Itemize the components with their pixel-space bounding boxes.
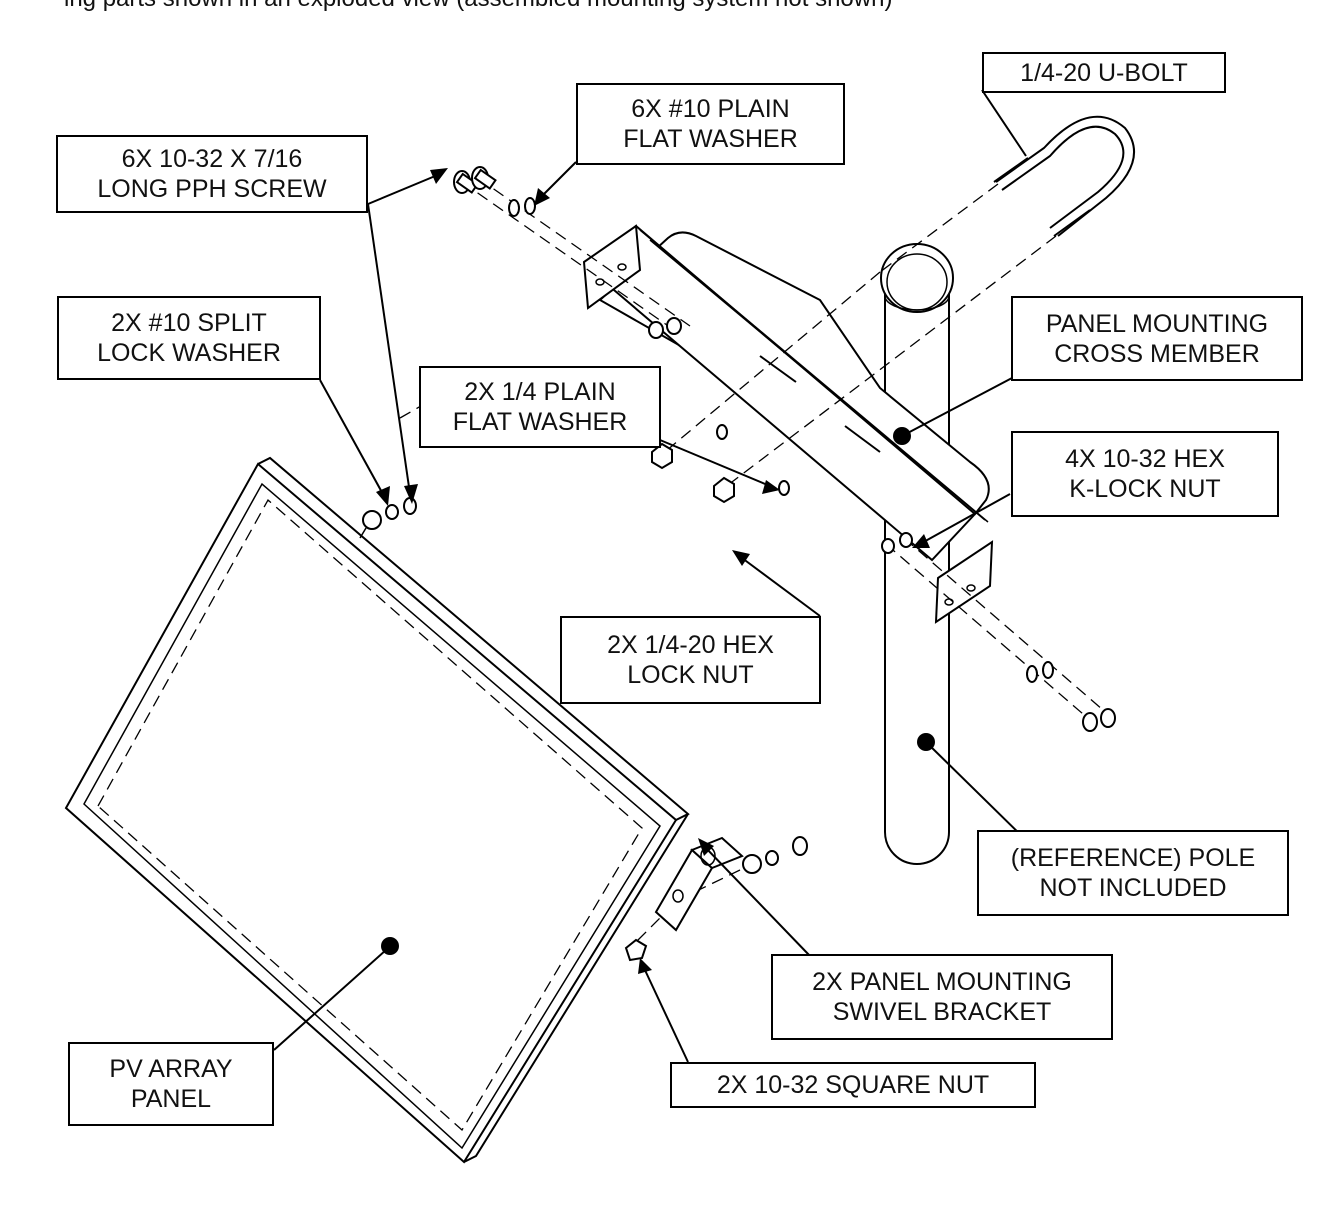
pole <box>880 243 954 865</box>
label-plain-washer-10: 6X #10 PLAIN FLAT WASHER <box>576 83 845 165</box>
leaders <box>273 89 1029 1063</box>
label-k-lock-nut: 4X 10-32 HEX K-LOCK NUT <box>1011 431 1279 517</box>
label-split-lock-washer: 2X #10 SPLIT LOCK WASHER <box>57 296 321 380</box>
label-plain-washer-14: 2X 1/4 PLAIN FLAT WASHER <box>419 366 661 448</box>
label-screw: 6X 10-32 X 7/16 LONG PPH SCREW <box>56 135 368 213</box>
fasteners-top <box>453 166 682 339</box>
label-cross-member: PANEL MOUNTING CROSS MEMBER <box>1011 296 1303 381</box>
fasteners-middle <box>651 424 790 504</box>
cross-member <box>582 224 994 624</box>
label-pole: (REFERENCE) POLE NOT INCLUDED <box>977 830 1289 916</box>
label-swivel-bracket: 2X PANEL MOUNTING SWIVEL BRACKET <box>771 954 1113 1040</box>
u-bolt <box>993 115 1135 237</box>
swivel-bracket <box>624 836 808 962</box>
label-square-nut: 2X 10-32 SQUARE NUT <box>670 1062 1036 1108</box>
fasteners-right <box>881 532 1116 732</box>
label-pv-panel: PV ARRAY PANEL <box>68 1042 274 1126</box>
pv-panel <box>64 456 690 1164</box>
top-caption: ing parts shown in an exploded view (ass… <box>64 0 892 13</box>
label-u-bolt: 1/4-20 U-BOLT <box>982 52 1226 93</box>
assembly-lines <box>399 177 1111 945</box>
label-hex-lock-nut: 2X 1/4-20 HEX LOCK NUT <box>560 616 821 704</box>
